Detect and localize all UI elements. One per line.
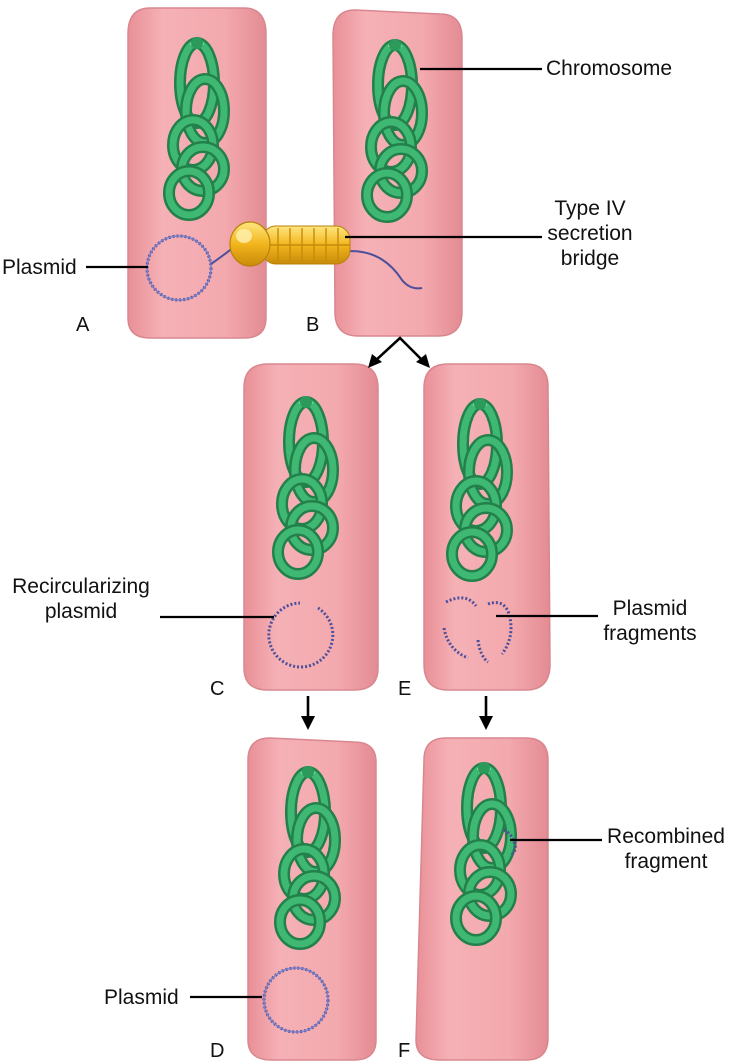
recirc-label-line1: Recircularizing xyxy=(12,575,150,598)
bridge-label-line3: bridge xyxy=(560,247,620,270)
panel-label-b: B xyxy=(306,314,320,336)
recombined-label: Recombined fragment xyxy=(604,824,728,874)
fragments-label: Plasmid fragments xyxy=(600,596,700,646)
plasmid-fragments xyxy=(442,596,513,664)
cell-f xyxy=(415,737,549,1061)
plasmid-a-label: Plasmid xyxy=(2,256,77,279)
split-arrow xyxy=(368,336,430,368)
cell-b xyxy=(332,9,463,337)
recombined-label-line1: Recombined xyxy=(607,825,725,848)
panel-label-e: E xyxy=(398,678,412,700)
recombined-fragment xyxy=(503,828,517,858)
cell-c xyxy=(243,363,379,691)
recirc-label-line2: plasmid xyxy=(44,600,118,623)
bridge-label-line1: Type IV xyxy=(554,197,626,220)
recirc-label: Recircularizing plasmid xyxy=(6,574,156,624)
cell-a xyxy=(127,7,267,339)
arrow-e-to-f xyxy=(479,696,493,730)
plasmid-d-label: Plasmid xyxy=(104,986,179,1009)
cell-e xyxy=(423,363,551,691)
cell-d xyxy=(247,737,377,1061)
fragments-label-line1: Plasmid xyxy=(612,597,688,620)
bridge-label-line2: secretion xyxy=(547,222,633,245)
panel-label-f: F xyxy=(398,1040,411,1062)
arrow-c-to-d xyxy=(301,696,315,730)
type-iv-bridge xyxy=(229,221,351,267)
panel-label-d: D xyxy=(210,1040,225,1062)
bridge-label: Type IV secretion bridge xyxy=(540,196,640,271)
transferring-strand xyxy=(339,250,423,290)
recombined-label-line2: fragment xyxy=(624,850,708,873)
panel-label-c: C xyxy=(210,678,225,700)
panel-label-a: A xyxy=(76,314,90,336)
chromosome-label: Chromosome xyxy=(546,57,673,80)
fragments-label-line2: fragments xyxy=(603,622,697,645)
